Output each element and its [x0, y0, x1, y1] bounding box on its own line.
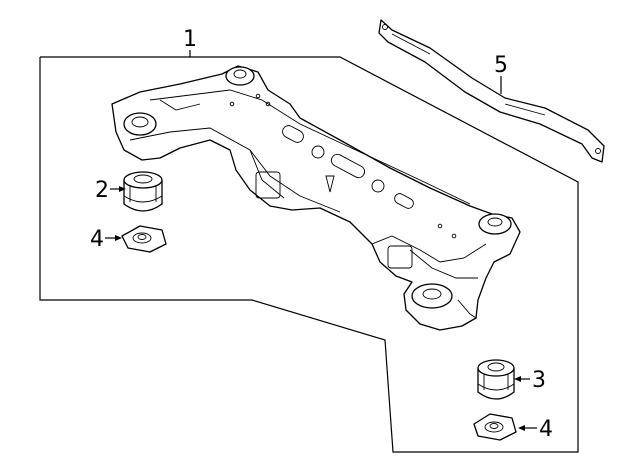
callout-2: 2	[95, 178, 109, 203]
assembly-boundary	[39, 56, 579, 453]
mount-plate-right[interactable]	[473, 413, 517, 441]
leader-3-arrow	[514, 376, 521, 382]
subframe-assembly[interactable]	[111, 65, 521, 331]
leader-2-arrow	[119, 186, 126, 192]
callout-5: 5	[494, 53, 508, 78]
leader-4-right-arrow	[518, 425, 525, 431]
callout-4-left: 4	[90, 227, 104, 252]
leader-4-left-arrow	[115, 235, 122, 241]
callout-4-right: 4	[539, 417, 553, 442]
bushing-right[interactable]	[477, 359, 515, 400]
callout-3: 3	[532, 368, 546, 393]
mount-plate-left[interactable]	[121, 225, 167, 253]
brace-bar[interactable]	[378, 19, 605, 163]
callout-1: 1	[183, 27, 197, 52]
bushing-left[interactable]	[123, 171, 163, 212]
